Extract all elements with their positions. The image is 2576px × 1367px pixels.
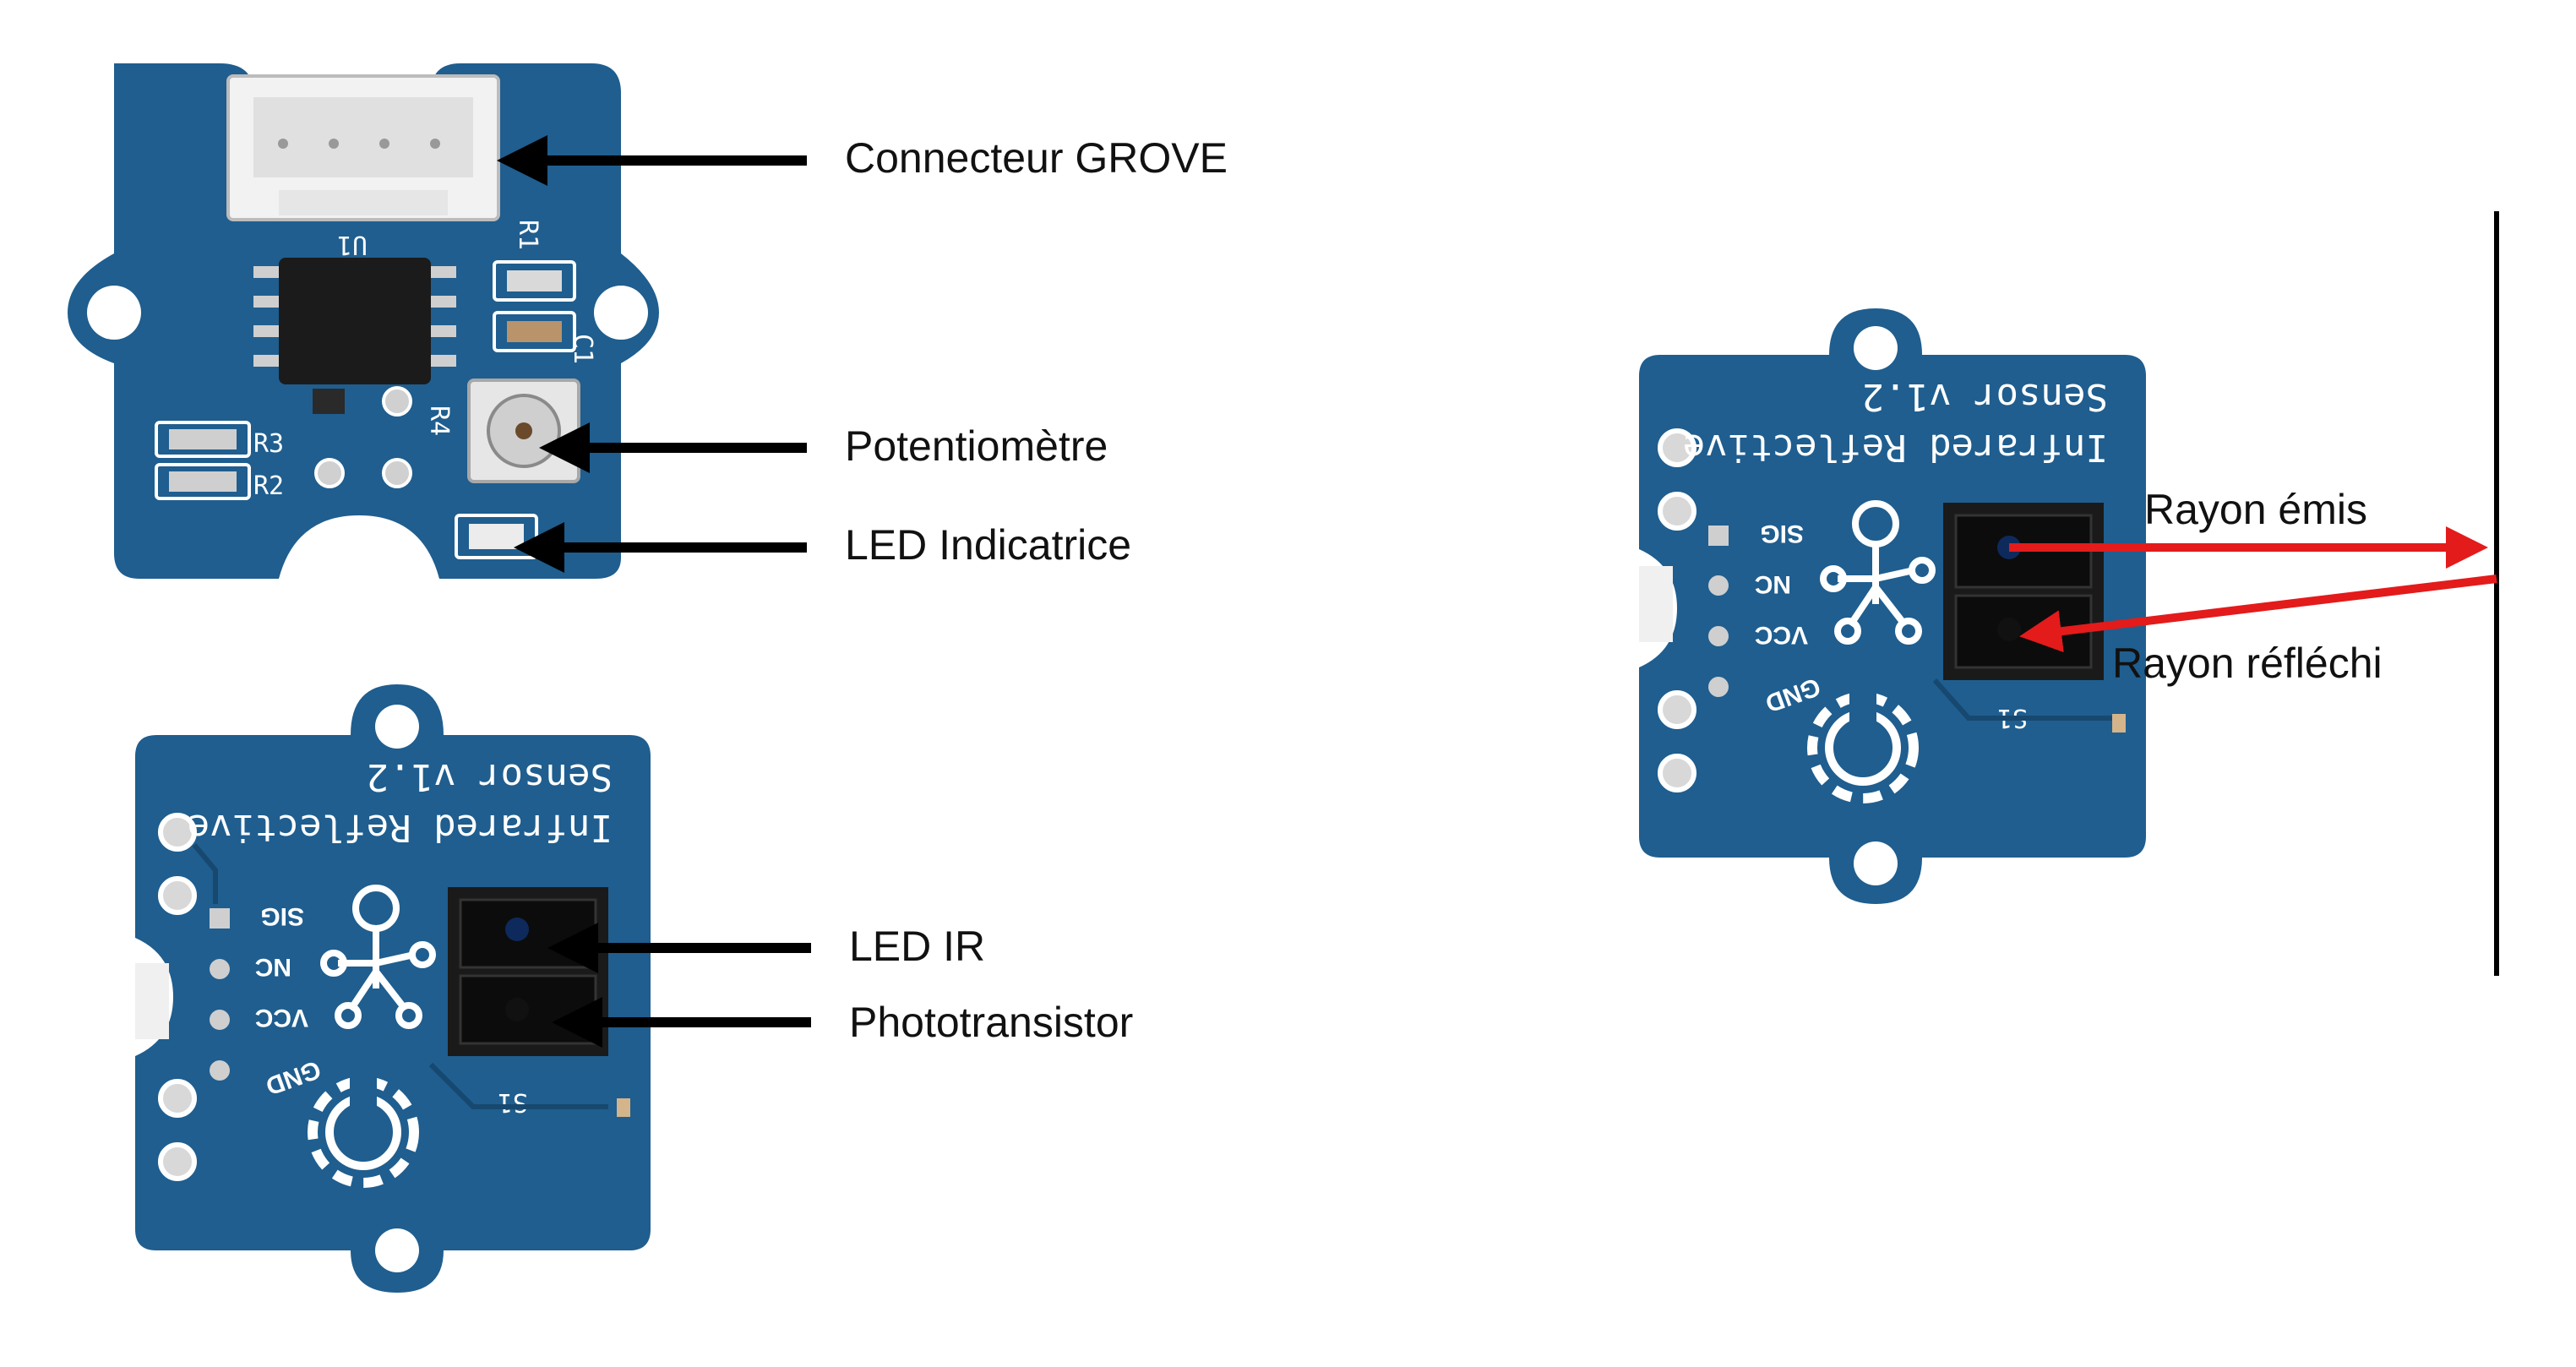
pin-pad	[210, 959, 230, 979]
via	[382, 386, 412, 417]
callout-reflected-ray: Rayon réfléchi	[2112, 640, 2383, 687]
pad-hole	[1658, 690, 1696, 729]
mount-hole	[87, 286, 141, 340]
callout-indicator-led: LED Indicatrice	[845, 521, 1132, 569]
label-r3: R3	[253, 429, 284, 459]
ir-led	[505, 918, 529, 941]
pad-hole	[158, 1142, 197, 1181]
pad-hole	[1658, 492, 1696, 531]
pad-hole	[158, 1079, 197, 1118]
chip-u1	[253, 258, 456, 384]
label-r2: R2	[253, 471, 284, 501]
pin-pad	[210, 1010, 230, 1030]
callout-potentiometer: Potentiomètre	[845, 422, 1108, 470]
board-title-line2: Infrared Reflective	[188, 806, 613, 849]
ir-sensor-s1	[448, 887, 608, 1056]
board-title-line1: Sensor v1.2	[367, 755, 613, 798]
small-pad	[2112, 714, 2126, 733]
pin-pad	[1708, 626, 1729, 646]
callout-phototransistor: Phototransistor	[849, 999, 1134, 1046]
board-top: U1 R1 C1 R4 R3 R2	[68, 63, 659, 579]
pin-pad	[1708, 526, 1729, 546]
pin-label-vcc: VCC	[255, 1004, 308, 1032]
board-title-line1: Sensor v1.2	[1862, 375, 2108, 418]
side-connector	[135, 963, 169, 1039]
label-s1: S1	[498, 1087, 528, 1117]
mount-hole	[1854, 841, 1898, 885]
label-r4: R4	[424, 406, 454, 436]
via	[382, 458, 412, 488]
small-transistor	[313, 389, 345, 414]
pad-hole	[158, 813, 197, 852]
via	[314, 458, 345, 488]
callout-emitted-ray: Rayon émis	[2144, 486, 2367, 533]
side-connector	[1639, 566, 1673, 642]
board-sensor: SIG NC VCC GND Sensor v1.2 Infrared Refl…	[135, 684, 651, 1293]
grove-logo-icon	[1820, 500, 1936, 645]
phototransistor	[505, 998, 529, 1021]
pcb-trace	[1932, 678, 2112, 721]
mount-hole	[594, 286, 648, 340]
pad-hole	[158, 876, 197, 915]
pin-label-vcc: VCC	[1755, 621, 1808, 649]
grove-logo-icon	[320, 885, 436, 1029]
grove-connector	[226, 74, 500, 221]
small-pad	[617, 1098, 630, 1117]
board-title-line2: Infrared Reflective	[1683, 426, 2108, 469]
pin-pad	[210, 908, 230, 929]
gear-logo-icon	[1807, 689, 1919, 803]
resistor-r2	[155, 463, 251, 500]
pin-label-nc: NC	[255, 953, 291, 981]
board-sensor-right: SIG NC VCC GND Sensor v1.2 Infrared Refl…	[1639, 308, 2146, 904]
mount-hole	[1854, 326, 1898, 370]
callout-grove-connector: Connecteur GROVE	[845, 134, 1228, 182]
label-r1: R1	[513, 220, 542, 250]
pin-pad	[1708, 677, 1729, 697]
potentiometer	[467, 379, 580, 483]
label-c1: C1	[568, 334, 597, 364]
mount-hole	[375, 705, 419, 749]
gear-logo-icon	[308, 1073, 419, 1188]
resistor-r1	[493, 260, 576, 302]
pin-label-nc: NC	[1755, 570, 1791, 598]
mount-hole	[375, 1228, 419, 1272]
pad-hole	[1658, 428, 1696, 467]
pin-pad	[210, 1060, 230, 1081]
pin-pad	[1708, 575, 1729, 596]
reflected-ray-arrow	[2019, 575, 2497, 653]
pad-hole	[1658, 754, 1696, 792]
pcb-trace	[192, 843, 218, 904]
capacitor-c1	[493, 311, 576, 352]
pin-label-sig: SIG	[1760, 520, 1804, 547]
callout-ir-led: LED IR	[849, 923, 986, 970]
resistor-r3	[155, 421, 251, 458]
phototransistor	[1997, 618, 2021, 641]
pin-label-sig: SIG	[260, 902, 304, 930]
pcb-trace	[428, 1062, 608, 1109]
label-u1: U1	[337, 230, 368, 259]
ir-sensor-s1	[1943, 503, 2104, 680]
